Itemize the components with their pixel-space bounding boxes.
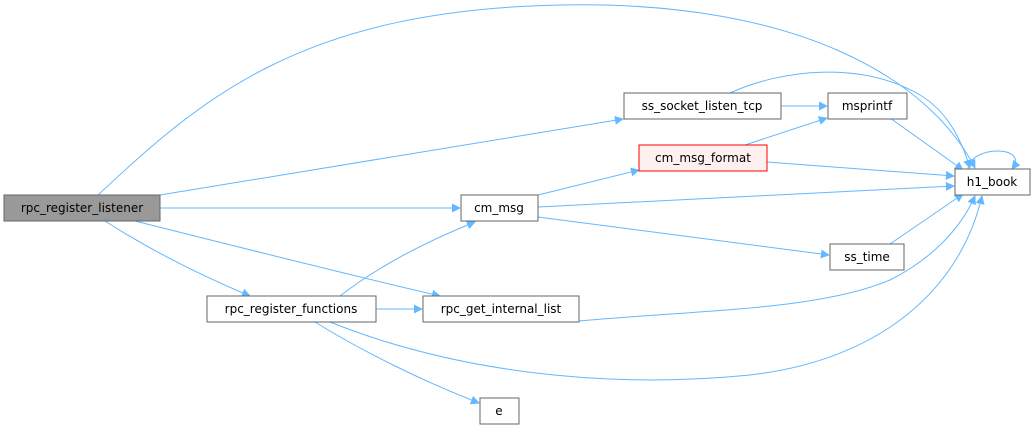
edge-rpc-register-listener-to-rpc-register-functions — [104, 220, 251, 298]
node-label: msprintf — [842, 99, 893, 113]
node-label: cm_msg_format — [655, 151, 751, 165]
edges — [97, 4, 1021, 405]
node-ss-socket-listen-tcp[interactable]: ss_socket_listen_tcp — [623, 92, 782, 120]
node-h1-book[interactable]: h1_book — [954, 168, 1031, 196]
node-rpc-register-listener[interactable]: rpc_register_listener — [3, 194, 161, 222]
node-label: h1_book — [967, 175, 1018, 189]
edge-rpc-register-functions-to-h1-book — [329, 195, 985, 381]
node-label: ss_time — [844, 250, 890, 264]
edge-rpc-register-functions-to-cm-msg — [339, 220, 476, 297]
edge-rpc-register-functions-to-e — [314, 321, 480, 405]
edge-cm-msg-format-to-h1-book — [766, 161, 955, 180]
node-rpc-get-internal-list[interactable]: rpc_get_internal_list — [422, 295, 580, 323]
edge-ss-time-to-h1-book — [889, 193, 964, 245]
edge-msprintf-to-h1-book — [889, 117, 964, 171]
node-msprintf[interactable]: msprintf — [827, 92, 908, 120]
node-ss-time[interactable]: ss_time — [829, 243, 905, 271]
node-rpc-register-functions[interactable]: rpc_register_functions — [206, 295, 377, 323]
node-label: e — [495, 404, 502, 418]
edge-cm-msg-to-ss-time — [537, 216, 830, 259]
node-label: rpc_register_functions — [225, 302, 358, 316]
node-label: rpc_get_internal_list — [441, 302, 562, 316]
edge-h1-book-self-loop — [967, 150, 1021, 170]
edge-rpc-get-internal-list-to-h1-book — [578, 195, 976, 322]
node-cm-msg[interactable]: cm_msg — [460, 194, 539, 222]
edge-rpc-register-listener-to-rpc-get-internal-list — [134, 220, 441, 299]
node-label: cm_msg — [474, 201, 524, 215]
node-label: rpc_register_listener — [21, 201, 143, 215]
node-e[interactable]: e — [479, 397, 520, 425]
edge-cm-msg-to-cm-msg-format — [537, 167, 640, 196]
edge-cm-msg-to-h1-book — [537, 181, 955, 208]
edge-rpc-register-listener-to-ss-socket-listen-tcp — [159, 115, 624, 196]
node-label: ss_socket_listen_tcp — [642, 99, 763, 113]
edge-ss-socket-listen-tcp-to-h1-book — [729, 71, 972, 169]
edge-cm-msg-format-to-msprintf — [744, 116, 828, 146]
node-cm-msg-format[interactable]: cm_msg_format — [638, 144, 768, 172]
edge-rpc-register-listener-to-h1-book — [97, 4, 976, 196]
